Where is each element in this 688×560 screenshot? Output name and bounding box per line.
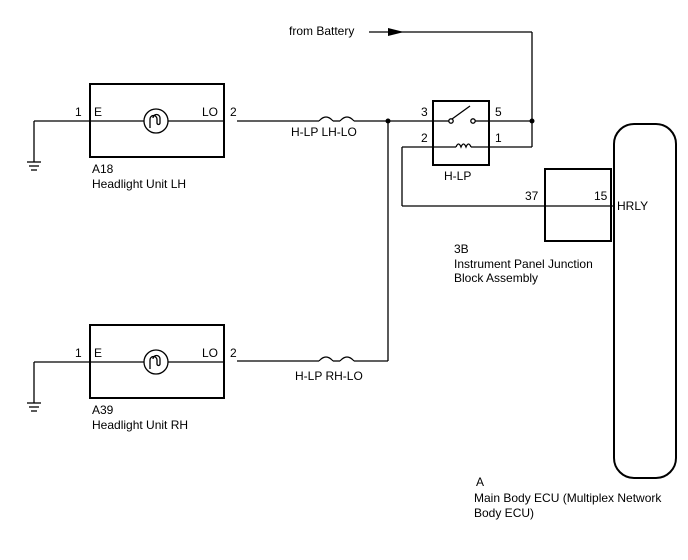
ecu-code: A: [476, 475, 484, 489]
fuse-rh-label: H-LP RH-LO: [295, 369, 363, 383]
headlight-unit-rh: 1 E LO 2 A39 Headlight Unit RH: [34, 324, 237, 432]
headlight-lh-pin-right-label: LO: [202, 105, 218, 119]
relay-name: H-LP: [444, 169, 471, 183]
headlight-rh-pin-left-label: E: [94, 346, 102, 360]
junction-block-pin: 37: [525, 189, 539, 203]
relay-coil-icon: [433, 143, 489, 149]
headlight-rh-pin-left: 1: [75, 346, 82, 360]
ecu-name-2: Body ECU): [474, 506, 534, 520]
junction-block-box: [544, 168, 612, 242]
relay-pin-2: 2: [421, 131, 428, 145]
hlp-relay: 3 5 2 1 H-LP: [421, 100, 502, 183]
ecu-box: [613, 123, 677, 479]
headlight-lh-pin-left: 1: [75, 105, 82, 119]
fuse-rh: H-LP RH-LO: [237, 356, 388, 383]
relay-box: [432, 100, 490, 166]
relay-pin-5: 5: [495, 105, 502, 119]
headlight-rh-code: A39: [92, 403, 114, 417]
battery-label: from Battery: [289, 24, 354, 38]
headlight-lh-name: Headlight Unit LH: [92, 177, 186, 191]
headlight-lh-code: A18: [92, 162, 114, 176]
ecu-pin: 15: [594, 189, 608, 203]
headlight-lh-pin-left-label: E: [94, 105, 102, 119]
fuse-lh-label: H-LP LH-LO: [291, 125, 357, 139]
ecu-name-1: Main Body ECU (Multiplex Network: [474, 491, 662, 505]
ecu-pin-label: HRLY: [617, 199, 648, 213]
relay-switch-icon: [433, 105, 489, 124]
headlight-unit-lh: 1 E LO 2 A18 Headlight Unit LH: [34, 83, 237, 191]
headlight-rh-bulb-icon: [143, 349, 169, 375]
main-body-ecu: 15 HRLY A Main Body ECU (Multiplex Netwo…: [474, 123, 677, 520]
fuse-lh: H-LP LH-LO: [237, 116, 388, 139]
headlight-lh-bulb-icon: [143, 108, 169, 134]
junction-block-name-2: Block Assembly: [454, 271, 538, 285]
battery-feed: from Battery: [289, 24, 533, 121]
ground-rh-icon: [27, 362, 41, 412]
relay-pin-1: 1: [495, 131, 502, 145]
headlight-rh-pin-right: 2: [230, 346, 237, 360]
battery-arrow-icon: [388, 28, 404, 36]
ground-lh-icon: [27, 121, 41, 171]
headlight-lh-pin-right: 2: [230, 105, 237, 119]
junction-block-name-1: Instrument Panel Junction: [454, 257, 593, 271]
headlight-rh-pin-right-label: LO: [202, 346, 218, 360]
relay-pin-3: 3: [421, 105, 428, 119]
junction-block-code: 3B: [454, 242, 469, 256]
headlight-rh-name: Headlight Unit RH: [92, 418, 188, 432]
junction-block: 37 3B Instrument Panel Junction Block As…: [454, 168, 614, 285]
junction-dot-left: [385, 118, 391, 124]
